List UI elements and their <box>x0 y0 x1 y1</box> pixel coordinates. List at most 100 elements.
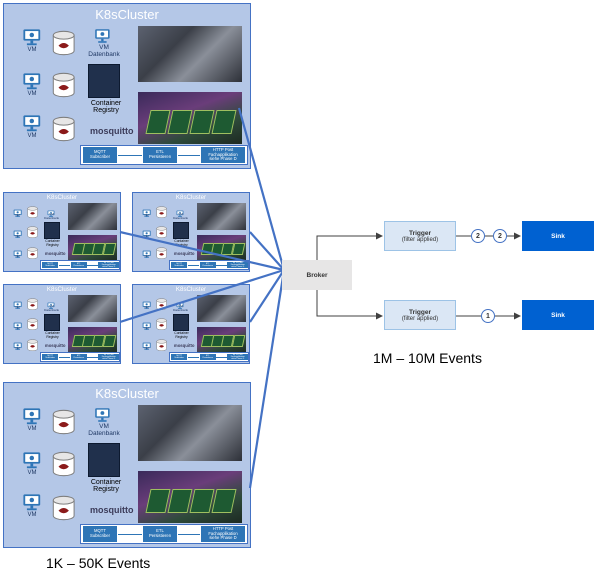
vm-label: VM <box>144 254 149 259</box>
database-icon <box>156 246 167 264</box>
vm-label: VM <box>27 426 37 432</box>
pipeline-step: HTTP Post Fachapplikation siehe Phase D <box>227 354 249 360</box>
database-icon <box>156 225 167 243</box>
vm-database-icon <box>47 204 55 222</box>
vm-datenbank-label: VM Datenbank <box>44 212 60 221</box>
pipeline-arrow <box>58 265 71 267</box>
vm-label: VM <box>15 254 20 259</box>
vm-label: VM <box>27 470 37 476</box>
pipeline-step: HTTP Post Fachapplikation siehe Phase D <box>201 147 245 163</box>
vm-database-icon <box>94 407 111 428</box>
database-icon <box>27 297 38 315</box>
trigger-subtitle: (filter applied) <box>401 315 439 322</box>
pipeline-arrow <box>118 155 142 156</box>
pipeline-arrow <box>178 534 200 535</box>
event-count-bubble: 2 <box>493 229 507 243</box>
broker-to-trigger-2 <box>316 287 383 320</box>
container-registry-label: Container Registry <box>45 238 60 247</box>
vm-label: VM <box>27 133 37 139</box>
database-icon <box>27 205 38 223</box>
vm-monitor-icon <box>142 204 151 222</box>
vm-label: VM <box>15 234 20 239</box>
registry-screenshot <box>43 221 61 239</box>
registry-screenshot <box>172 313 190 331</box>
vm-database-icon <box>176 204 184 222</box>
vm-monitor-icon <box>22 493 42 516</box>
mosquitto-logo: mosquitto <box>90 126 134 136</box>
vm-label: VM <box>144 234 149 239</box>
vm-monitor-icon <box>22 407 42 430</box>
vm-monitor-icon <box>13 337 22 355</box>
vm-label: VM <box>144 326 149 331</box>
database-icon <box>52 495 75 526</box>
vm-monitor-icon <box>142 296 151 314</box>
mosquitto-logo: mosquitto <box>44 251 66 257</box>
broker-box: Broker <box>282 260 352 290</box>
link-cluster-5 <box>249 269 285 323</box>
pipeline-step: ETL Persistieren <box>70 262 87 268</box>
container-registry-label: Container Registry <box>90 479 122 493</box>
vm-monitor-icon <box>13 225 22 243</box>
vm-label: VM <box>15 305 20 310</box>
vm-label: VM <box>15 346 20 351</box>
people-photo <box>67 295 118 323</box>
broker-to-trigger-1 <box>316 232 383 262</box>
vm-monitor-icon <box>13 245 22 263</box>
trigger-box-1: Trigger (filter applied) <box>384 221 456 251</box>
trigger-title: Trigger <box>408 229 432 237</box>
registry-screenshot <box>88 64 120 98</box>
people-photo <box>196 295 247 323</box>
registry-screenshot <box>43 313 61 331</box>
broker-label: Broker <box>306 271 328 279</box>
container-registry-label: Container Registry <box>45 330 60 339</box>
mosquitto-logo: mosquitto <box>173 251 195 257</box>
trigger-subtitle: (filter applied) <box>401 236 439 243</box>
trigger-box-2: Trigger (filter applied) <box>384 300 456 330</box>
people-photo <box>138 405 242 461</box>
pipeline-step: MQTT Subscriber <box>83 147 117 163</box>
left-events-label: 1K – 50K Events <box>46 555 151 571</box>
pipeline-step: MQTT Subscriber <box>42 354 59 360</box>
pipeline-arrow <box>118 534 142 535</box>
pipeline-step: ETL Persistieren <box>70 354 87 360</box>
event-count-bubble: 2 <box>471 229 485 243</box>
vm-database-icon <box>94 28 111 49</box>
vm-label: VM <box>27 47 37 53</box>
database-icon <box>156 338 167 356</box>
cluster-title: K8sCluster <box>46 194 78 202</box>
vm-label: VM <box>144 346 149 351</box>
pipeline-step: HTTP Post Fachapplikation siehe Phase D <box>98 262 120 268</box>
pipeline-arrow <box>216 265 227 267</box>
trigger-title: Trigger <box>408 308 432 316</box>
database-icon <box>156 317 167 335</box>
vm-database-icon <box>47 296 55 314</box>
database-icon <box>27 225 38 243</box>
link-cluster-2 <box>119 230 285 272</box>
hardware-photo <box>196 326 247 352</box>
link-cluster-4 <box>119 268 285 324</box>
pipeline-arrow <box>87 357 98 359</box>
hardware-photo <box>138 471 242 523</box>
people-photo <box>67 203 118 231</box>
pipeline-step: MQTT Subscriber <box>171 262 188 268</box>
vm-datenbank-label: VM Datenbank <box>173 304 189 313</box>
vm-monitor-icon <box>142 317 151 335</box>
sink-box-1: Sink <box>522 221 594 251</box>
event-count-bubble: 1 <box>481 309 495 323</box>
sink-box-2: Sink <box>522 300 594 330</box>
vm-monitor-icon <box>22 451 42 474</box>
sink-label: Sink <box>551 232 565 240</box>
vm-label: VM <box>15 326 20 331</box>
vm-monitor-icon <box>13 296 22 314</box>
vm-datenbank-label: VM Datenbank <box>88 44 120 58</box>
pipeline-step: HTTP Post Fachapplikation siehe Phase D <box>98 354 120 360</box>
database-icon <box>156 205 167 223</box>
vm-monitor-icon <box>13 204 22 222</box>
database-icon <box>52 30 75 61</box>
